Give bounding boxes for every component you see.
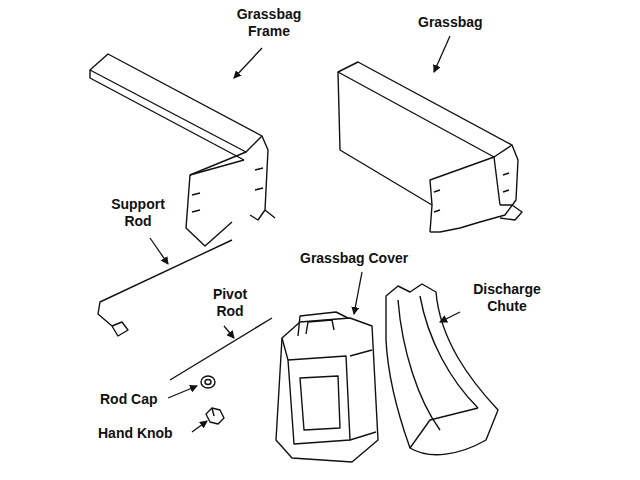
part-label: Rod Cap <box>100 391 158 408</box>
grassbag-frame-drawing <box>90 54 275 246</box>
leader-lines <box>150 36 460 432</box>
rod-cap-drawing <box>201 376 215 388</box>
part-label: Pivot Rod <box>202 286 258 320</box>
part-label: Hand Knob <box>98 425 173 442</box>
pivot-rod-drawing <box>170 318 272 380</box>
part-label: Discharge Chute <box>462 281 552 315</box>
grassbag-drawing <box>338 62 522 232</box>
part-label: Grassbag Frame <box>226 6 312 40</box>
hand-knob-drawing <box>206 408 224 424</box>
support-rod-drawing <box>98 240 232 336</box>
part-label: Grassbag Cover <box>300 250 408 267</box>
part-label: Grassbag <box>418 14 483 31</box>
grassbag-cover-drawing <box>276 312 378 462</box>
part-label: Support Rod <box>100 196 176 230</box>
discharge-chute-drawing <box>386 284 498 455</box>
